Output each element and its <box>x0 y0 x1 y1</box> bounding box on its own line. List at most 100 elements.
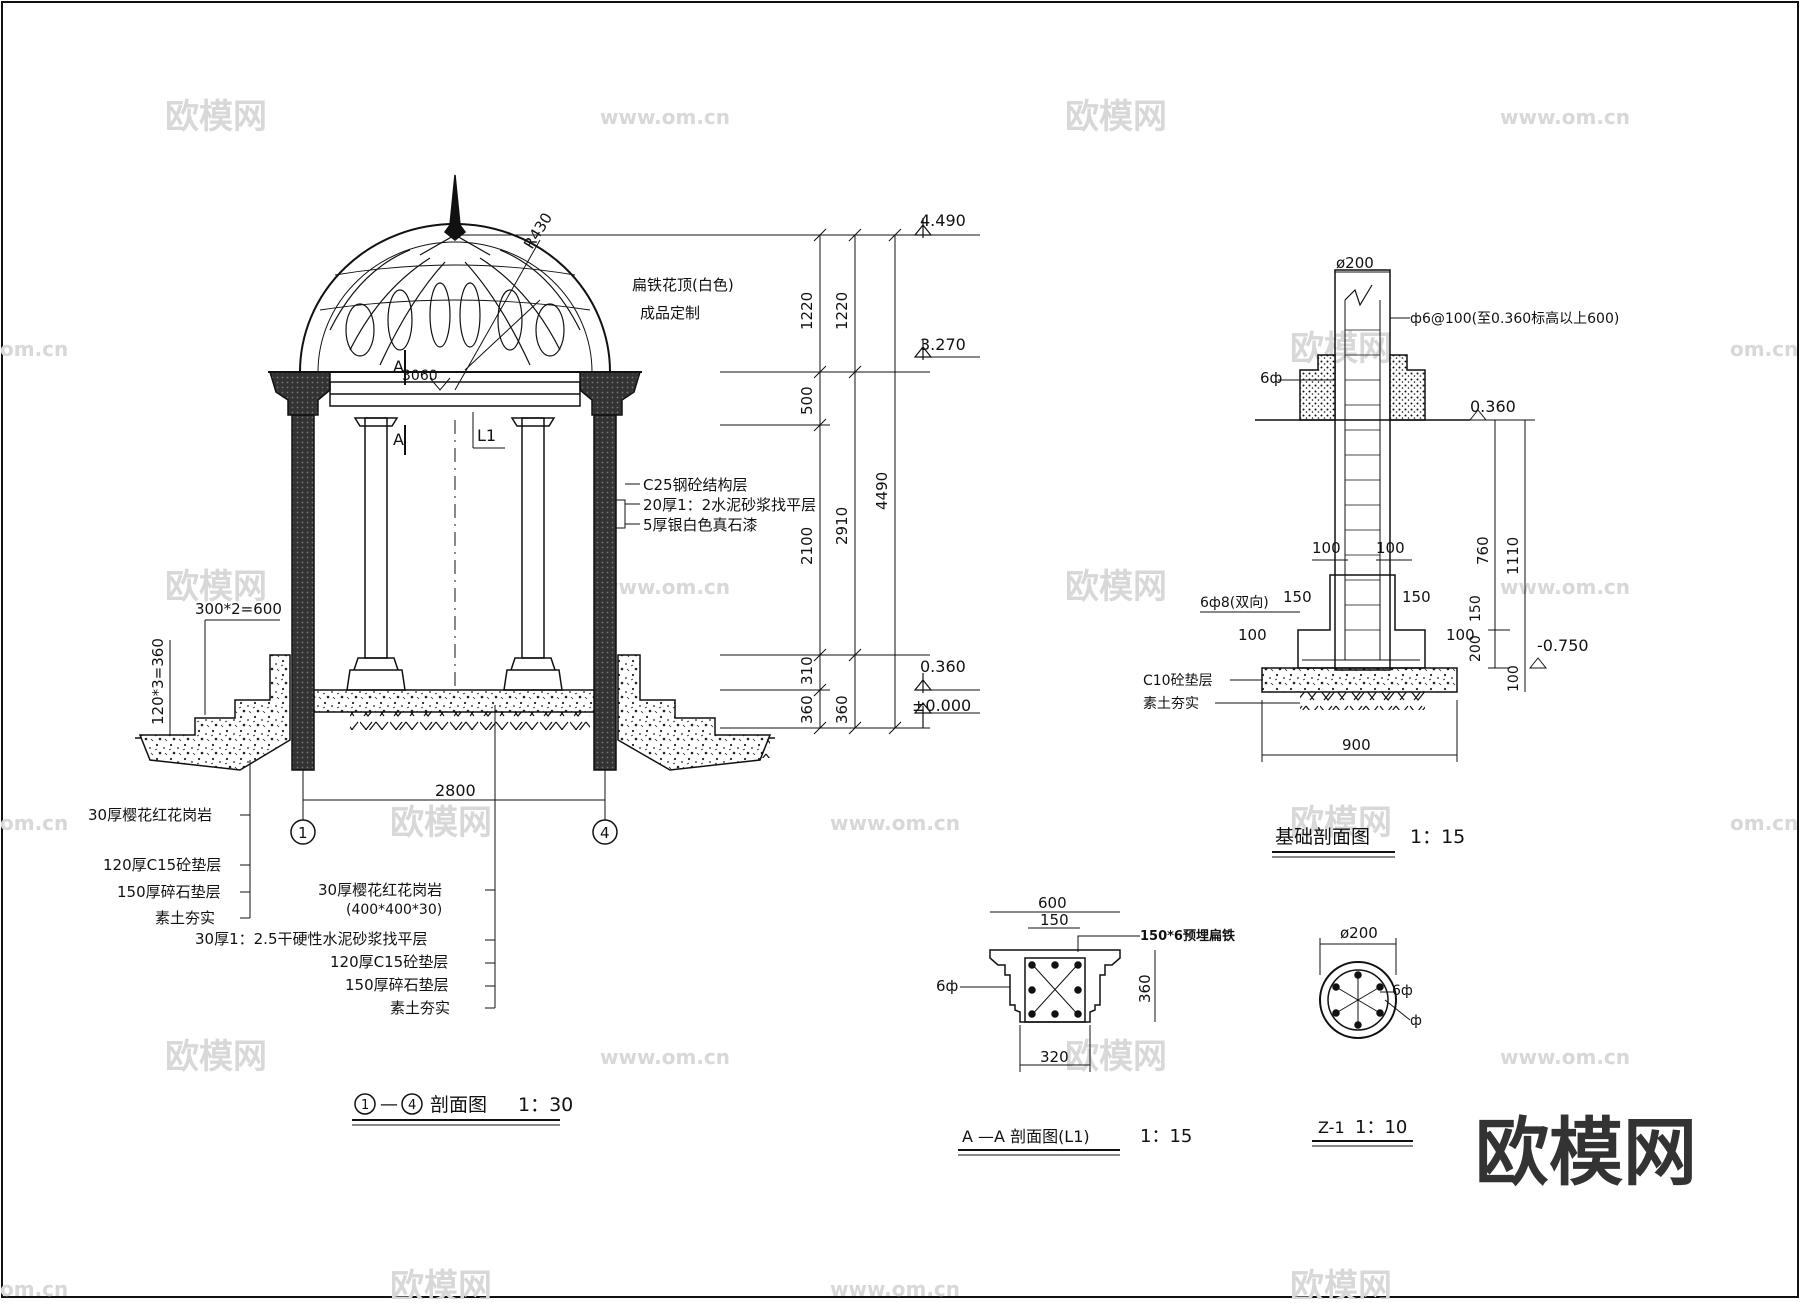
section-1-4-title: 剖面图 <box>430 1094 487 1116</box>
watermark-site: www.om.cn <box>830 1277 960 1299</box>
right-column <box>593 414 617 771</box>
rebar-dot <box>1074 1010 1082 1018</box>
watermark-brand: 欧模网 <box>1065 1037 1167 1077</box>
rebar-dot <box>1332 983 1340 991</box>
rebar-dot <box>1028 961 1036 969</box>
dim-150-l: 150 <box>1283 588 1312 606</box>
watermark-brand: 欧模网 <box>165 567 267 607</box>
rebar-dot <box>1332 1009 1340 1017</box>
z1-inner <box>1327 969 1389 1031</box>
c10-pad <box>1261 667 1458 693</box>
axis-1-label: 1 <box>298 824 308 842</box>
dim-360-inner: 360 <box>798 695 816 724</box>
dim-100-ll: 100 <box>1238 626 1267 644</box>
elev-marker <box>1468 409 1488 421</box>
axis-bubble-1 <box>290 819 316 845</box>
foundation-title: 基础剖面图 <box>1275 826 1370 848</box>
axis-bubble-4 <box>592 819 618 845</box>
radius-leader <box>454 239 541 391</box>
z1-bar-phi: ф <box>1410 1013 1422 1029</box>
watermarks: 欧模网 www.om.cn 欧模网 www.om.cn om.cn 欧模网 om… <box>0 97 1798 1303</box>
watermark-brand: 欧模网 <box>1290 1267 1392 1299</box>
dim-150-r: 150 <box>1402 588 1431 606</box>
elev-0360: 0.360 <box>920 657 966 676</box>
foundation-elev-b: -0.750 <box>1537 636 1589 655</box>
inner-capital <box>510 417 556 427</box>
title-marker-4-label: 4 <box>408 1098 416 1113</box>
dim-1220-inner: 1220 <box>798 292 816 330</box>
watermark-site: www.om.cn <box>600 1045 730 1069</box>
inner-column-left <box>364 417 388 659</box>
layer-c10: C10砼垫层 <box>1143 673 1213 689</box>
column-note-1: C25钢砼结构层 <box>643 476 748 494</box>
column-note-bracket <box>616 483 640 529</box>
rebar-dot <box>1074 986 1082 994</box>
watermark-site: www.om.cn <box>1500 1045 1630 1069</box>
foundation-scale: 1：15 <box>1410 826 1465 848</box>
watermark-site: www.om.cn <box>1500 105 1630 129</box>
step-height-label: 120*3=360 <box>149 638 167 725</box>
watermark-site: www.om.cn <box>830 811 960 835</box>
height-dimensions <box>460 228 980 735</box>
z1-bar-6: 6ф <box>1392 983 1413 999</box>
dome-note-leader <box>464 299 541 371</box>
z1-dia: ø200 <box>1340 924 1378 942</box>
rebar-dot <box>1028 1010 1036 1018</box>
right-capital <box>579 371 642 416</box>
radius-label: R430 <box>520 209 556 252</box>
floor-layer-1: 30厚樱花红花岗岩 <box>318 881 442 899</box>
span-label: 2800 <box>435 781 476 800</box>
watermark-site: om.cn <box>0 337 68 361</box>
beam-profile <box>989 949 1121 1023</box>
title-marker-4 <box>401 1093 423 1115</box>
rebar-dot <box>1354 1021 1362 1029</box>
watermark-brand: 欧模网 <box>390 803 492 843</box>
watermark-brand: 欧模网 <box>1290 329 1392 369</box>
foundation-width: 900 <box>1342 736 1371 754</box>
watermark-site: www.om.cn <box>1500 575 1630 599</box>
watermark-brand: 欧模网 <box>165 1037 267 1077</box>
column-note-3: 5厚银白色真石漆 <box>643 516 758 534</box>
aa-scale: 1：15 <box>1140 1126 1192 1147</box>
arc-marker <box>429 377 451 391</box>
beam-stirrup-x <box>1029 961 1081 1018</box>
bar-6phi8: 6ф8(双向) <box>1200 595 1269 611</box>
aa-dim-320: 320 <box>1040 1048 1069 1066</box>
right-steps <box>617 654 772 771</box>
dim-360-outer: 360 <box>833 695 851 724</box>
rebar-dot <box>1051 961 1059 969</box>
watermark-brand: 欧模网 <box>1290 803 1392 843</box>
left-layer-2: 120厚C15砼垫层 <box>103 856 221 874</box>
inner-base-right <box>503 657 563 691</box>
dim-100-rr: 100 <box>1446 626 1475 644</box>
break-symbol <box>1344 284 1373 307</box>
inner-capital <box>353 417 399 427</box>
left-layer-1: 30厚樱花红花岗岩 <box>88 806 212 824</box>
section-1-4-scale: 1：30 <box>518 1094 573 1116</box>
watermark-site: om.cn <box>0 1277 68 1299</box>
left-steps <box>138 654 291 771</box>
rebar-dot <box>1051 1010 1059 1018</box>
watermark-brand: 欧模网 <box>165 97 267 137</box>
dim-500: 500 <box>798 386 816 415</box>
z1-section: ø200 6ф ф Z-1 1：10 <box>1312 924 1422 1147</box>
rebar-note: ф6@100(至0.360标高以上600) <box>1410 310 1619 327</box>
embed-note: 150*6预埋扁铁 <box>1140 928 1235 944</box>
watermark-brand: 欧模网 <box>1065 97 1167 137</box>
watermark-site: om.cn <box>1730 337 1798 361</box>
soil-hatch <box>1300 692 1425 710</box>
dim-200-v: 200 <box>1468 635 1484 662</box>
beam-core <box>1024 957 1086 1023</box>
rebar-dot <box>1376 1009 1384 1017</box>
foundation-dia: ø200 <box>1336 254 1374 272</box>
watermark-site: om.cn <box>0 811 68 835</box>
rebar-dot <box>1074 961 1082 969</box>
elev-zero: ±0.000 <box>912 696 971 715</box>
dome-inner <box>317 241 593 373</box>
foundation-elev-a: 0.360 <box>1470 397 1516 416</box>
dim-100-r: 100 <box>1376 539 1405 557</box>
left-layer-leader <box>240 760 251 919</box>
